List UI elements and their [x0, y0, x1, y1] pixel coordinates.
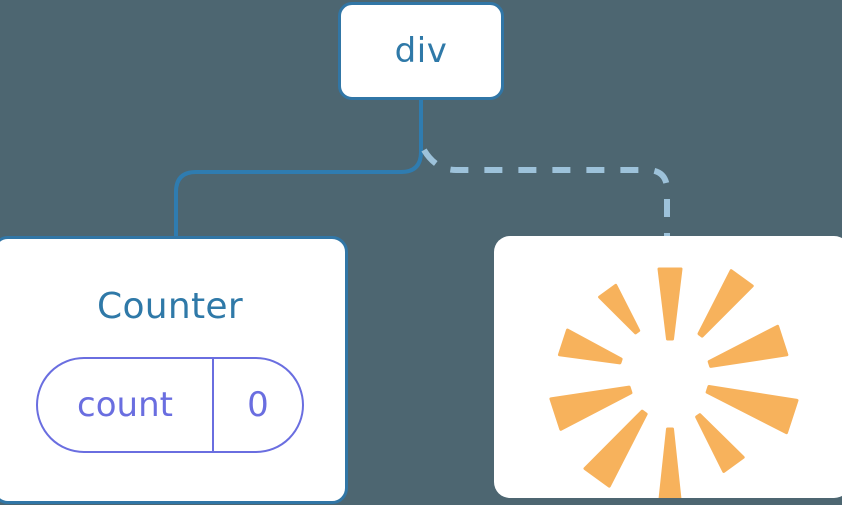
tree-node-update-burst[interactable] [494, 236, 842, 498]
burst-ray [658, 427, 682, 498]
burst-ray [598, 283, 641, 335]
node-label: Counter [97, 286, 243, 327]
tree-node-div[interactable]: div [338, 2, 504, 100]
burst-ray [583, 409, 648, 488]
burst-ray [695, 413, 745, 473]
state-key-cell: count [38, 359, 214, 451]
tree-node-counter[interactable]: Counter count 0 [0, 236, 348, 504]
node-label: div [394, 31, 448, 71]
burst-ray [707, 324, 789, 368]
burst-ray [697, 269, 754, 338]
burst-ray [657, 267, 683, 341]
edge-div-to-counter [174, 98, 423, 242]
burst-ray-group [549, 267, 799, 498]
state-value-cell[interactable]: 0 [214, 359, 302, 451]
state-pill[interactable]: count 0 [36, 357, 304, 453]
update-burst-icon [549, 267, 799, 498]
burst-ray [557, 328, 623, 365]
state-value-label: 0 [247, 385, 269, 425]
edge-div-to-burst [421, 148, 670, 240]
burst-ray [549, 385, 633, 431]
burst-ray [705, 385, 799, 435]
state-key-label: count [77, 385, 173, 425]
